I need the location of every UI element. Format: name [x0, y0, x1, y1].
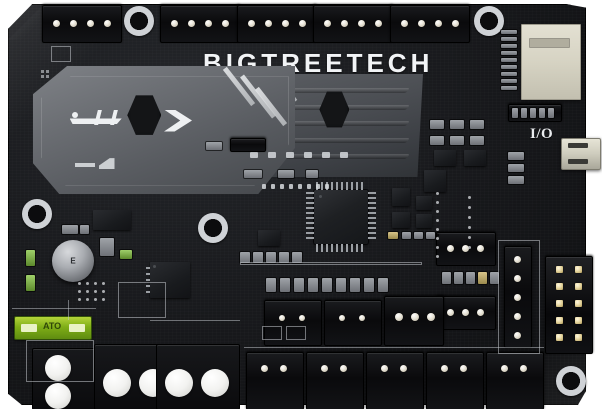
stepper-connector-2[interactable] [160, 5, 240, 43]
silk-dot-a [41, 70, 44, 73]
io-silkscreen-label: I/O [530, 126, 554, 142]
idc-2x5-header[interactable] [545, 256, 593, 354]
silk-outline-mid [118, 282, 166, 318]
regulator-chip-right [392, 188, 410, 206]
fuse-rating-label: ATO [43, 321, 62, 331]
silk-line-bottom [244, 347, 544, 348]
bottom-connector-5[interactable] [486, 352, 544, 409]
smd-row-left-mcu [240, 252, 310, 264]
bottom-connector-4[interactable] [426, 352, 484, 409]
heatsink-submark [74, 163, 95, 168]
led-indicator-1 [388, 232, 398, 239]
probe-header-3pin[interactable] [437, 234, 439, 236]
silk-box-bottom-mid [262, 326, 282, 340]
mounting-hole-top-right [474, 6, 504, 36]
mounting-hole-bottom-right [556, 366, 586, 396]
inductor-left [62, 225, 78, 234]
smd-strip-center-a [250, 150, 370, 160]
silk-box-bottom-mid-2 [286, 326, 306, 340]
mounting-hole-left [22, 199, 52, 229]
via-column-right [436, 192, 442, 272]
fan-header-3pin-bottom[interactable] [436, 296, 496, 330]
electrolytic-capacitor: E [52, 240, 94, 282]
smd-cap-b [414, 232, 423, 239]
main-microcontroller [314, 190, 368, 244]
silk-dot-c [41, 75, 44, 78]
stepper-connector-4[interactable] [313, 5, 393, 43]
mcu-legs-bottom [314, 244, 368, 252]
led-power [120, 250, 132, 259]
smd-group-right-heatsink [430, 120, 494, 170]
capacitor-marking: E [70, 256, 76, 266]
stepper-connector-5[interactable] [390, 5, 470, 43]
heatsink-logo-dot [72, 112, 79, 119]
blade-fuse: ATO [14, 316, 92, 340]
heatsink-hex-recess-left [127, 95, 162, 135]
silk-outline-right [498, 240, 540, 354]
silk-line-fuse [12, 308, 96, 309]
stepper-connector-1[interactable] [42, 5, 122, 43]
smd-resistor-r2 [508, 164, 524, 172]
bottom-connector-1[interactable] [246, 352, 304, 409]
via-grid-left [78, 282, 114, 308]
heatsink-submark-2 [98, 158, 115, 170]
mounting-hole-top-left [124, 6, 154, 36]
bottom-connector-2[interactable] [306, 352, 364, 409]
smd-left-2 [26, 250, 35, 266]
trace-mid-horizontal [150, 320, 240, 321]
mcu-legs-left [306, 190, 314, 244]
smd-cap-a [402, 232, 411, 239]
smd-resistor-r3 [508, 176, 524, 184]
mcu-legs-right [368, 190, 376, 244]
micro-usb-port[interactable] [561, 138, 601, 170]
endstop-header-5pin[interactable] [504, 246, 532, 348]
smd-left-3 [26, 275, 35, 291]
bottom-header-row-1[interactable] [264, 300, 322, 346]
trace-left-vertical [68, 300, 69, 320]
hotend-terminal-block[interactable] [156, 344, 240, 409]
driver-chip-a [416, 196, 432, 210]
stepper-connector-3[interactable] [237, 5, 317, 43]
fan-header-3pin-top[interactable] [436, 232, 496, 266]
logic-chip-left [258, 230, 280, 246]
bottom-connector-3[interactable] [366, 352, 424, 409]
silk-dot-b [46, 70, 49, 73]
regulator-chip-right-2 [392, 212, 410, 228]
soic-chip-left [93, 210, 131, 230]
pad-row-under-heatsink [262, 184, 392, 190]
power-chip-legs [146, 266, 150, 294]
smd-left-1 [80, 225, 89, 234]
crystal-oscillator [424, 170, 446, 192]
mosfet-left [100, 238, 114, 256]
resistor-array-center [266, 278, 406, 294]
smd-cluster-right-mid [442, 272, 502, 286]
silk-outline-mcu-area [240, 262, 422, 265]
aux-header-center[interactable] [230, 138, 266, 152]
microsd-contact-fingers [501, 30, 519, 92]
smd-cap-c [426, 232, 435, 239]
via-column-right-2 [468, 196, 474, 266]
smd-header-row-right[interactable] [508, 104, 562, 122]
driver-chip-b [416, 214, 432, 228]
silk-box-topleft [51, 46, 71, 62]
bottom-header-row-3[interactable] [384, 296, 444, 346]
microsd-card-slot[interactable] [521, 24, 581, 100]
silk-outline-terminals [26, 340, 94, 382]
power-controller-chip [150, 262, 190, 298]
smd-strip-center-b [244, 170, 364, 180]
silk-dot-d [46, 75, 49, 78]
smd-resistor-r1 [508, 152, 524, 160]
smd-center-top [206, 142, 222, 150]
mounting-hole-center [198, 213, 228, 243]
bottom-header-row-2[interactable] [324, 300, 382, 346]
